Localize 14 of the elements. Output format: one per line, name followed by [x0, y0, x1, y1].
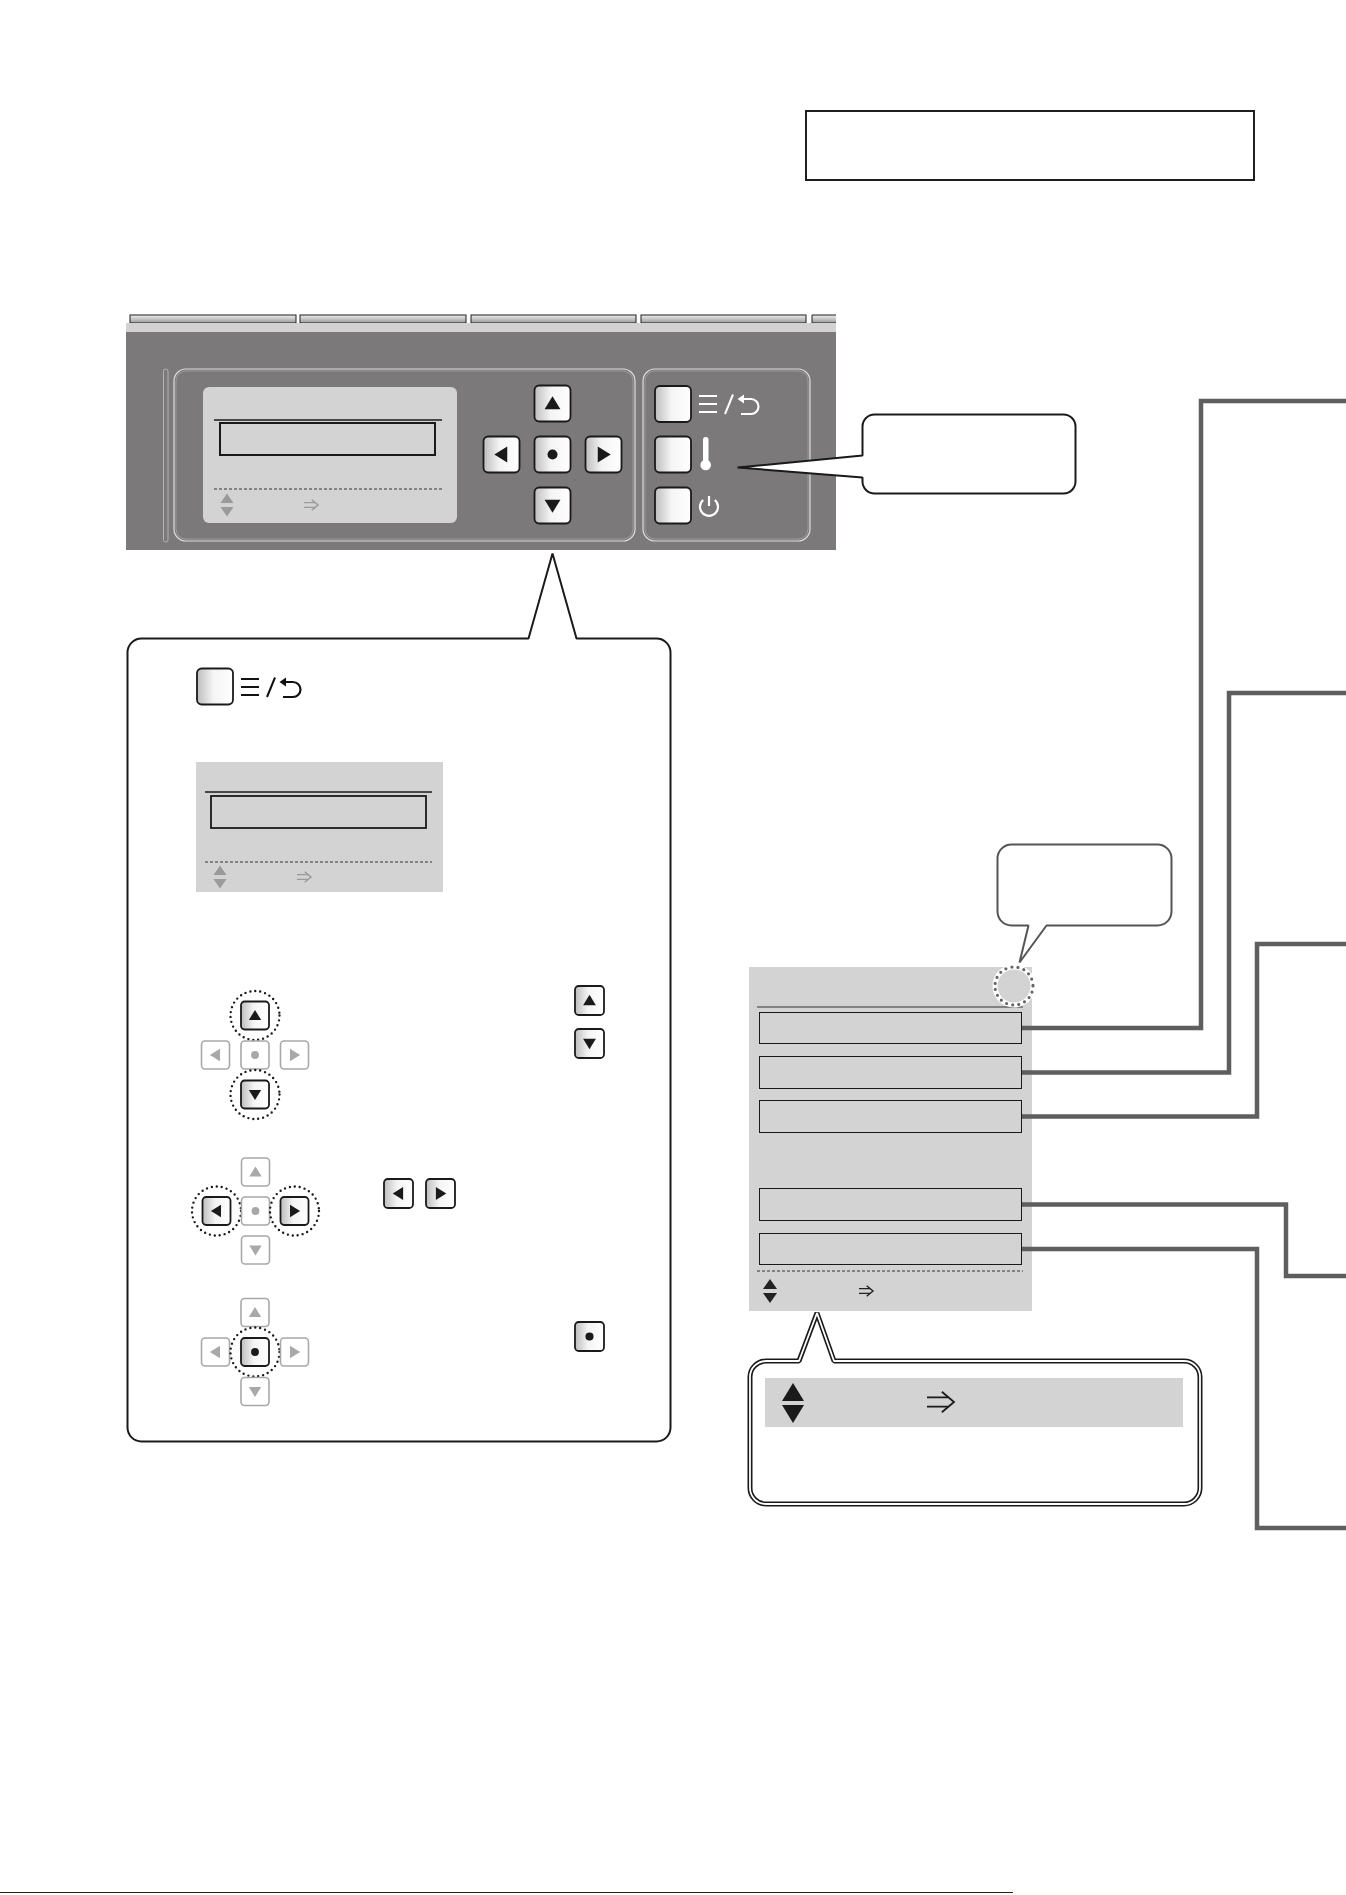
speech-bubble [995, 842, 1173, 964]
leader-line [1022, 398, 1346, 1031]
leader-line [1022, 690, 1346, 1075]
menu-row [759, 1056, 1022, 1089]
leader-line [1022, 941, 1346, 1119]
leader-line [1022, 1202, 1346, 1279]
menu-row [759, 1012, 1022, 1044]
menu-screen [749, 967, 1032, 1311]
menu-row [759, 1100, 1022, 1133]
empty-frame [805, 110, 1255, 181]
menu-row [759, 1188, 1022, 1221]
menu-row [759, 1233, 1022, 1265]
leader-line [1022, 1246, 1346, 1531]
speech-bubble [735, 412, 1077, 495]
